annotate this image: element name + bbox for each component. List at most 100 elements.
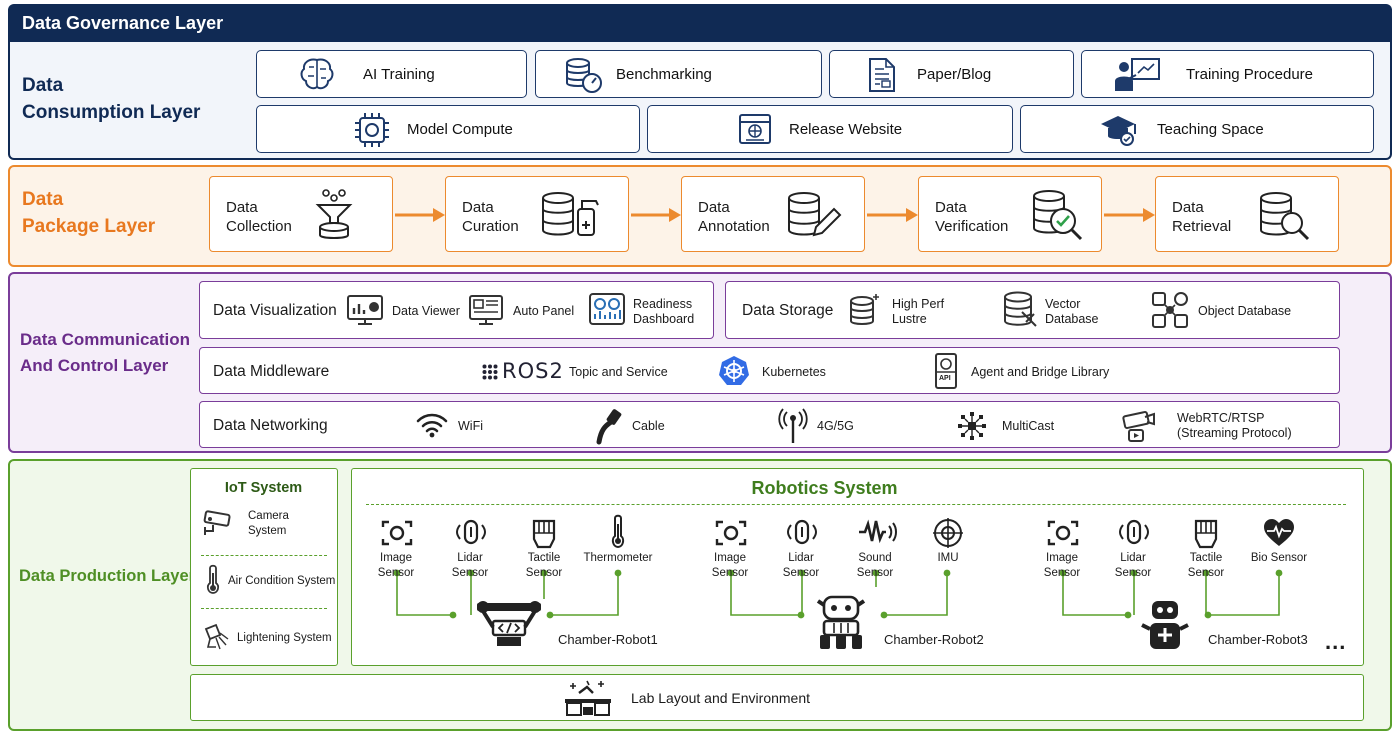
quadruped-robot-icon [816,595,866,649]
sound-wave-icon [859,519,897,544]
document-icon [869,58,895,92]
thermometer-icon [206,564,220,594]
iot-system-title: IoT System [224,480,303,496]
paper-blog-label: Paper/Blog [917,66,992,83]
api-tag: API [939,375,951,382]
robotics-system-title: Robotics System [751,478,898,498]
kubernetes-icon [719,356,749,385]
cpu-chip-icon [355,113,389,147]
governance-layer-title: Data Governance Layer [22,13,224,33]
robotics-divider [366,504,1346,505]
ros-dots-icon [482,364,498,380]
thermometer-sensor-icon [611,514,625,549]
image-sensor-icon [715,520,747,546]
robot-connectors [393,569,1283,619]
chart-monitor-icon [347,295,383,325]
database-check-icon [1033,190,1083,241]
production-layer-title: Data Production Layer [19,567,196,585]
ai-training-label: AI Training [363,66,435,83]
cellular-label: 4G/5G [817,419,854,433]
lidar-sensor-icon [1119,519,1149,545]
lightening-system-label: Lightening System [237,632,332,644]
r2-sensor-4-label: IMU [937,552,959,564]
ros2-logo: ROS2 [502,359,564,383]
database-gauge-icon [566,58,602,93]
security-camera-icon [203,510,231,535]
image-sensor-icon [381,520,413,546]
tactile-glove-icon [532,519,556,549]
multicast-icon [958,412,986,440]
release-website-label: Release Website [789,121,903,138]
iot-divider-2 [201,608,327,609]
panel-monitor-icon [469,295,503,325]
data-middleware-box: Data Middleware ROS2 Topic and Service K… [199,347,1340,394]
cable-label: Cable [632,419,665,433]
database-pencil-icon [788,192,842,237]
model-compute-box: Model Compute [256,105,640,153]
auto-panel-label: Auto Panel [513,304,575,318]
data-networking-title: Data Networking [213,417,328,434]
training-procedure-box: Training Procedure [1081,50,1374,98]
agent-bridge-label: Agent and Bridge Library [971,365,1110,379]
image-sensor-icon [1047,520,1079,546]
imu-icon [933,518,963,548]
database-spray-icon [542,192,599,236]
ai-training-box: AI Training [256,50,527,98]
spotlight-icon [204,623,229,650]
data-storage-title: Data Storage [742,302,834,319]
brain-icon [300,58,334,90]
training-procedure-label: Training Procedure [1186,66,1314,83]
lab-layout-box: Lab Layout and Environment [190,674,1364,721]
cable-icon [596,409,622,445]
data-visualization-title: Data Visualization [213,302,337,319]
lidar-sensor-icon [456,519,486,545]
r1-sensor-4-label: Thermometer [583,552,653,564]
object-database-icon [1152,292,1188,328]
iot-divider-1 [201,555,327,556]
object-database-label: Object Database [1198,304,1292,318]
robot3-name: Chamber-Robot3 [1208,632,1308,647]
benchmarking-box: Benchmarking [535,50,822,98]
topic-and-service-label: Topic and Service [569,365,668,379]
funnel-database-icon [315,189,353,239]
robot-arm-icon [477,601,541,646]
database-search-icon [1260,192,1310,241]
wifi-icon [416,413,448,438]
benchmarking-label: Benchmarking [616,66,712,83]
webrtc-rtsp-label: WebRTC/RTSP(Streaming Protocol) [1177,411,1292,440]
data-viewer-label: Data Viewer [392,304,460,318]
air-condition-label: Air Condition System [228,575,336,587]
robot1-name: Chamber-Robot1 [558,632,658,647]
lidar-sensor-icon [787,519,817,545]
governance-layer-header [8,4,1392,42]
api-library-icon [935,353,957,389]
database-stack-icon [850,294,879,325]
tactile-glove-icon [1194,519,1218,549]
release-website-box: Release Website [647,105,1013,153]
data-visualization-box: Data Visualization Data Viewer Auto Pane… [199,281,714,339]
heart-pulse-icon [1264,519,1294,546]
robot2-name: Chamber-Robot2 [884,632,984,647]
lab-environment-icon [565,680,611,716]
more-robots-ellipsis: ... [1325,629,1347,654]
package-flow-arrows [395,208,1155,222]
